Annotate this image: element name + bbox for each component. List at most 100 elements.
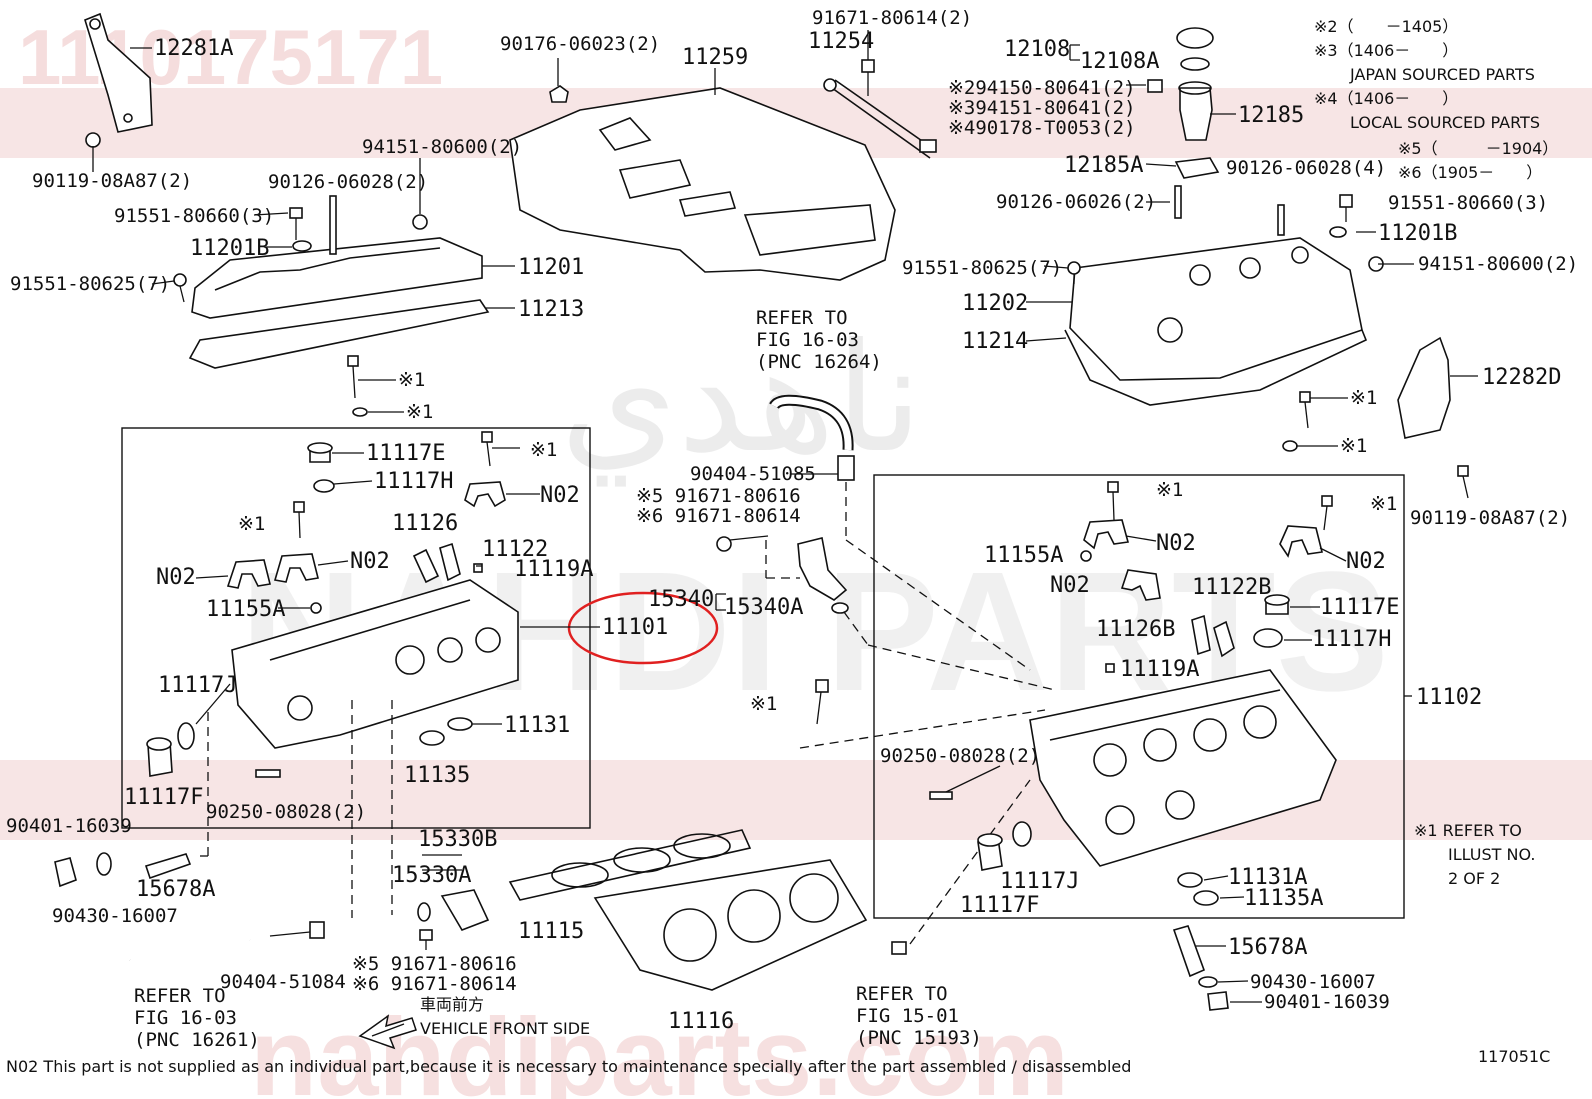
stud-90126-06026[interactable] [1174, 185, 1182, 219]
gasket-11214[interactable] [1064, 329, 1368, 406]
label-90126-06028-left[interactable]: 90126-06028(2) [268, 171, 428, 193]
label-12108[interactable]: 12108 [1004, 37, 1070, 62]
label-11135A[interactable]: 11135A [1244, 886, 1323, 911]
label-90430-16007-right[interactable]: 90430-16007 [1250, 971, 1376, 993]
label-x1-e[interactable]: ※1 [1370, 493, 1397, 515]
label-90401-16039-left[interactable]: 90401-16039 [6, 815, 132, 837]
ring-11117J-left[interactable] [177, 722, 195, 750]
bolt-90119b[interactable] [1457, 465, 1469, 499]
guide-11126B[interactable] [1191, 614, 1211, 656]
rod-11254[interactable] [823, 78, 937, 159]
label-N02-e[interactable]: N02 [1050, 573, 1090, 598]
bolt-x1-b[interactable] [293, 501, 305, 539]
label-refer3-c[interactable]: (PNC 15193) [856, 1027, 982, 1049]
washer-90430-left[interactable] [96, 852, 112, 876]
bolt-x1-a[interactable] [481, 431, 493, 467]
stud-90126-left[interactable] [329, 195, 337, 255]
label-11116[interactable]: 11116 [668, 1009, 734, 1034]
washer-11201B-left[interactable] [292, 240, 312, 252]
label-15340[interactable]: 15340 [648, 587, 714, 612]
label-91551-80660-right[interactable]: 91551-80660(3) [1388, 192, 1548, 214]
label-15340A[interactable]: 15340A [724, 595, 803, 620]
label-x6-b[interactable]: ※6 91671-80614 [352, 973, 517, 995]
label-x6-a[interactable]: ※6 91671-80614 [636, 505, 801, 527]
bolt-91551-80660-right[interactable] [1339, 194, 1353, 222]
plug-refer-15193[interactable] [891, 941, 907, 955]
label-91551-80660-left[interactable]: 91551-80660(3) [114, 205, 274, 227]
pin-11155A-right[interactable] [1080, 550, 1092, 562]
bracket-12282D[interactable] [1397, 336, 1451, 439]
plug-11117E-right[interactable] [1264, 594, 1290, 615]
label-11202[interactable]: 11202 [962, 291, 1028, 316]
pin-90250-left[interactable] [255, 769, 281, 778]
label-refer2-c[interactable]: (PNC 16261) [134, 1029, 260, 1051]
label-91671-80614-top[interactable]: 91671-80614(2) [812, 7, 972, 29]
label-11155A-left[interactable]: 11155A [206, 597, 285, 622]
bolt-x1-d[interactable] [1107, 481, 1119, 521]
oil-filler-12185[interactable] [1178, 81, 1213, 141]
label-11117F-left[interactable]: 11117F [124, 785, 203, 810]
label-11122B[interactable]: 11122B [1192, 575, 1271, 600]
bolt-x1-c[interactable] [815, 679, 829, 725]
label-11117E-left[interactable]: 11117E [366, 441, 445, 466]
label-refer1-b[interactable]: FIG 16-03 [756, 329, 859, 351]
label-11101[interactable]: 11101 [602, 615, 668, 640]
valve-cover-11201[interactable] [191, 237, 483, 319]
ring-11117H-right[interactable] [1253, 628, 1283, 648]
ring-11135[interactable] [419, 730, 445, 746]
bearing-cap-N02-a[interactable] [464, 481, 506, 508]
nut-94151-left[interactable] [412, 214, 428, 230]
bolt-91551-80660-left[interactable] [289, 207, 303, 240]
label-front-en[interactable]: VEHICLE FRONT SIDE [420, 1019, 590, 1038]
label-90250-08028-left[interactable]: 90250-08028(2) [206, 801, 366, 823]
bolt-91551-80625-left[interactable] [173, 273, 187, 303]
plug-90401-right[interactable] [1207, 991, 1229, 1011]
plug-11117E-left[interactable] [307, 442, 333, 463]
bearing-cap-N02-b[interactable] [273, 553, 319, 583]
label-11117F-right[interactable]: 11117F [960, 893, 1039, 918]
plug-11131A[interactable] [1177, 872, 1203, 888]
bolt-90404-51084[interactable] [269, 921, 325, 939]
plug-11117F-right[interactable] [977, 833, 1003, 871]
guide-11122B[interactable] [1213, 620, 1235, 658]
label-90119-08A87-a[interactable]: 90119-08A87(2) [32, 170, 192, 192]
label-N02-b[interactable]: N02 [350, 549, 390, 574]
label-11115[interactable]: 11115 [518, 919, 584, 944]
label-N02-f[interactable]: N02 [1346, 549, 1386, 574]
label-11131A[interactable]: 11131A [1228, 865, 1307, 890]
label-11117H-left[interactable]: 11117H [374, 469, 453, 494]
label-refer1-a[interactable]: REFER TO [756, 307, 848, 329]
label-x1-l1[interactable]: ※1 [398, 369, 425, 391]
label-x5-b[interactable]: ※5 91671-80616 [352, 953, 517, 975]
label-12282D[interactable]: 12282D [1482, 365, 1561, 390]
cylinder-head-11102[interactable] [1029, 669, 1337, 867]
label-11201B-right[interactable]: 11201B [1378, 221, 1457, 246]
label-x1-a[interactable]: ※1 [530, 439, 557, 461]
label-90178-x4[interactable]: ※490178-T0053(2) [948, 117, 1136, 139]
union-90404-51085[interactable] [837, 455, 855, 481]
label-x1-r1[interactable]: ※1 [1350, 387, 1377, 409]
label-refer3-a[interactable]: REFER TO [856, 983, 948, 1005]
label-11155A-right[interactable]: 11155A [984, 543, 1063, 568]
plug-11131[interactable] [447, 717, 473, 731]
label-N02-a[interactable]: N02 [540, 483, 580, 508]
pin-90250-right[interactable] [929, 791, 953, 800]
label-12108A[interactable]: 12108A [1080, 49, 1159, 74]
gasket-12185A[interactable] [1174, 157, 1220, 179]
label-refer3-b[interactable]: FIG 15-01 [856, 1005, 959, 1027]
label-94151-80600-left[interactable]: 94151-80600(2) [362, 136, 522, 158]
label-90404-51084[interactable]: 90404-51084 [220, 971, 346, 993]
label-11126[interactable]: 11126 [392, 511, 458, 536]
label-11214[interactable]: 11214 [962, 329, 1028, 354]
washer-11201B-right[interactable] [1329, 226, 1347, 238]
label-11254[interactable]: 11254 [808, 29, 874, 54]
label-refer1-c[interactable]: (PNC 16264) [756, 351, 882, 373]
label-15678A-left[interactable]: 15678A [136, 877, 215, 902]
label-11201[interactable]: 11201 [518, 255, 584, 280]
label-x1-b[interactable]: ※1 [238, 513, 265, 535]
label-x1-r2[interactable]: ※1 [1340, 435, 1367, 457]
valve-cover-11202[interactable] [1069, 237, 1363, 381]
bolt-91671-center[interactable] [716, 535, 769, 552]
label-94150-x2[interactable]: ※294150-80641(2) [948, 77, 1136, 99]
bolt-x1-right[interactable] [1282, 391, 1311, 452]
